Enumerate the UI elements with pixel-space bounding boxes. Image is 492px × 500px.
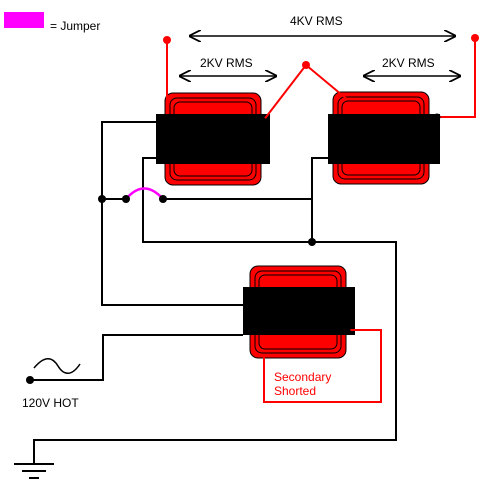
- junction-dot: [26, 376, 34, 384]
- junction-dot: [433, 113, 441, 121]
- junction-dot: [159, 195, 167, 203]
- junction-dot: [122, 195, 130, 203]
- transformer-3: [243, 265, 355, 359]
- junction-dot: [308, 238, 316, 246]
- transformer-2: [328, 91, 440, 185]
- junction-dot: [163, 36, 171, 44]
- sine-wave-icon: [33, 358, 81, 374]
- ground-icon: [14, 463, 54, 479]
- jumper-wire: [125, 187, 164, 200]
- lv-wiring: [30, 121, 397, 464]
- left-voltage-label: 2KV RMS: [200, 56, 253, 70]
- note-line-2: Shorted: [274, 384, 316, 398]
- transformer-1: [156, 92, 270, 186]
- note-line-1: Secondary: [274, 370, 331, 384]
- total-voltage-label: 4KV RMS: [290, 14, 343, 28]
- junction-dot: [471, 34, 479, 42]
- junction-dot: [259, 117, 267, 125]
- source-label: 120V HOT: [22, 396, 79, 410]
- junction-dot: [302, 61, 310, 69]
- junction-dot: [343, 326, 351, 334]
- junction-dot: [98, 195, 106, 203]
- legend-jumper-swatch: [4, 12, 44, 28]
- legend-jumper-label: = Jumper: [50, 19, 100, 33]
- right-voltage-label: 2KV RMS: [382, 56, 435, 70]
